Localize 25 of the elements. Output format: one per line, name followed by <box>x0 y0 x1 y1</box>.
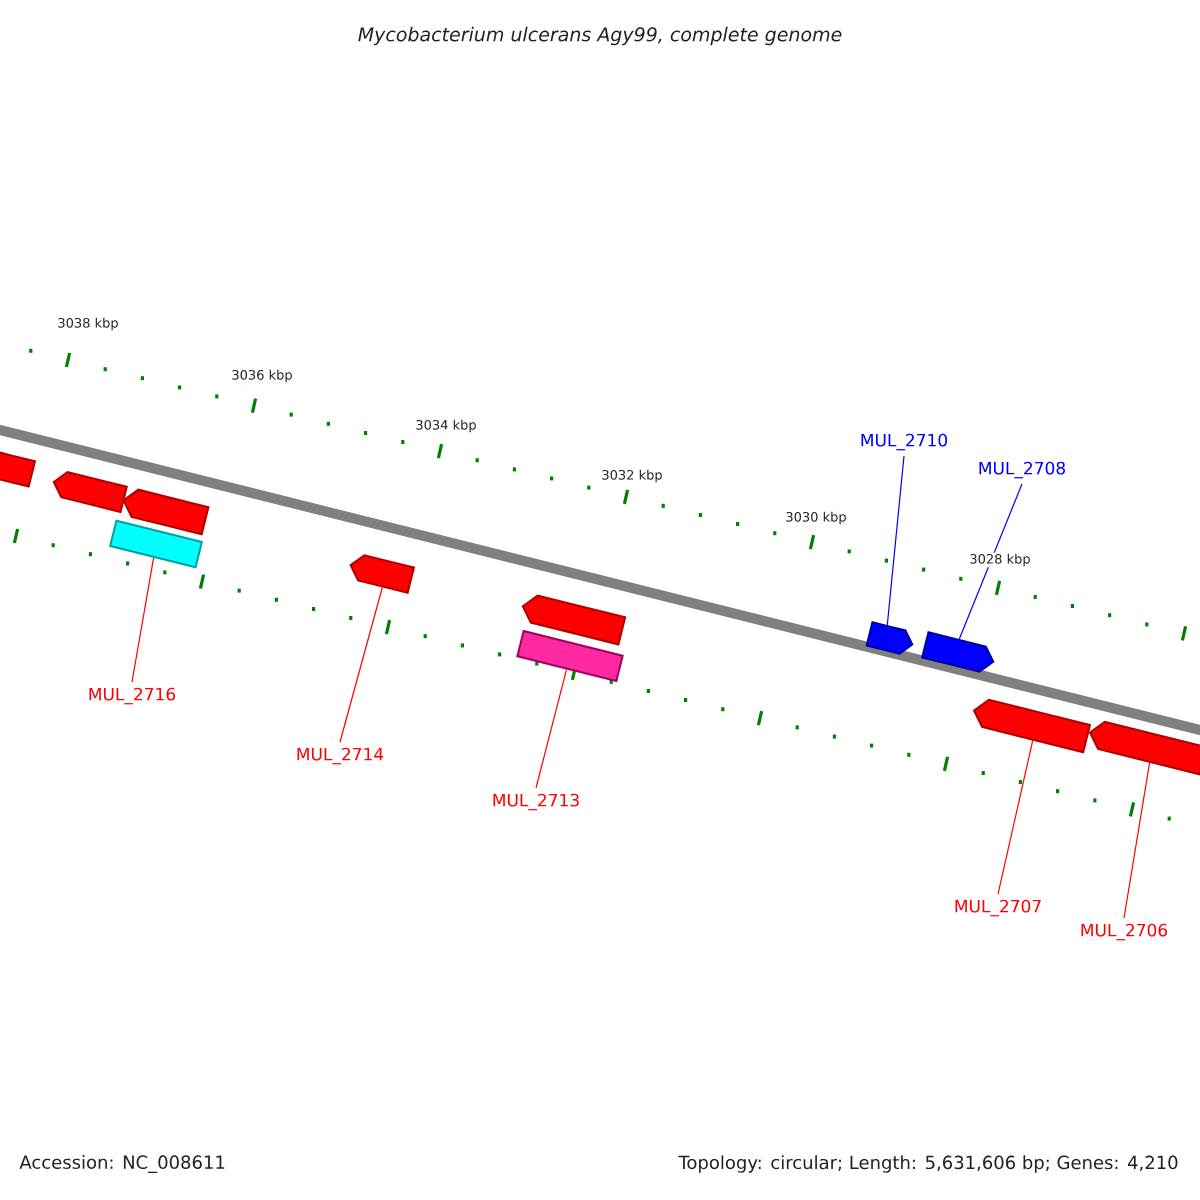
gene-feature <box>1088 720 1200 776</box>
gene-label: MUL_2714 <box>297 747 384 765</box>
gene-feature <box>349 554 416 595</box>
gene-feature <box>0 448 37 488</box>
leader-line <box>131 557 155 683</box>
gene-label: MUL_2706 <box>1081 923 1168 941</box>
leader-line <box>886 455 905 626</box>
leader-line <box>1123 762 1151 919</box>
leader-line <box>535 668 568 789</box>
gene-label: MUL_2716 <box>89 687 176 705</box>
title: Mycobacterium ulcerans Agy99, complete genome <box>358 26 842 46</box>
gene-feature <box>972 698 1092 754</box>
gene-label: MUL_2710 <box>861 433 948 451</box>
leader-line <box>997 740 1034 895</box>
gene-feature <box>122 488 210 536</box>
gene-label: MUL_2707 <box>955 899 1041 917</box>
gene-feature <box>521 594 627 646</box>
gene-label: MUL_2708 <box>979 461 1065 479</box>
leader-line <box>339 586 383 743</box>
leader-line <box>958 483 1023 640</box>
footer-text: Accession: NC_008611 <box>18 1154 227 1174</box>
gene-feature <box>920 631 995 673</box>
gene-feature <box>865 621 914 655</box>
footer-text: Topology: circular; Length: 5,631,606 bp; Genes: 4,210 <box>677 1154 1180 1174</box>
gene-label: MUL_2713 <box>493 793 579 811</box>
